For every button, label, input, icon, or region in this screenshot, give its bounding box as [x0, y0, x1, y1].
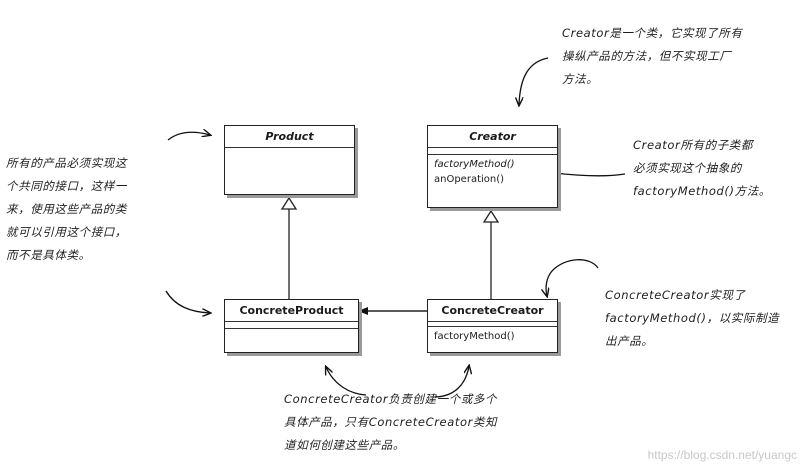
concrete-creator-note-line: factoryMethod()，以实际制造: [605, 311, 780, 325]
concrete-creator-class-name: ConcreteCreator: [428, 300, 557, 322]
concrete-product-class: ConcreteProduct: [224, 299, 359, 353]
creator-inheritance-arrowhead: [482, 209, 500, 223]
creator-op-factory-method: factoryMethod(): [434, 159, 515, 170]
concrete-creator-op-factory-method: factoryMethod(): [434, 331, 515, 342]
product-note-line: 来，使用这些产品的类: [6, 202, 127, 216]
subclass-note-line: Creator所有的子类都: [633, 138, 753, 152]
subclass-note: Creator所有的子类都 必须实现这个抽象的 factoryMethod()方…: [633, 134, 771, 203]
concrete-creator-note: ConcreteCreator实现了 factoryMethod()，以实际制造…: [605, 284, 779, 353]
concrete-product-attributes: [225, 322, 358, 329]
product-note-arrow: [167, 132, 210, 141]
creator-note-arrow: [519, 57, 549, 105]
product-note-line: 而不是具体类。: [6, 248, 91, 262]
creator-note-line: 方法。: [562, 72, 599, 86]
bottom-note: ConcreteCreator负责创建一个或多个 具体产品，只有Concrete…: [284, 388, 497, 457]
creator-operations: factoryMethod() anOperation(): [428, 155, 557, 189]
product-note-bottom-arrow: [165, 290, 210, 313]
product-class-name: Product: [225, 126, 354, 148]
bottom-note-left-arrow: [326, 367, 367, 396]
concrete-creator-note-line: ConcreteCreator实现了: [605, 288, 746, 302]
product-note-line: 就可以引用这个接口，: [6, 225, 127, 239]
bottom-note-line: 道如何创建这些产品。: [284, 438, 405, 452]
watermark: https://blog.csdn.net/yuangc: [647, 448, 797, 462]
concrete-creator-class: ConcreteCreator factoryMethod(): [427, 299, 558, 353]
creator-note: Creator是一个类，它实现了所有 操纵产品的方法，但不实现工厂 方法。: [562, 22, 742, 91]
creator-class: Creator factoryMethod() anOperation(): [427, 125, 558, 208]
creator-attributes: [428, 148, 557, 155]
bottom-note-right-arrow: [435, 366, 469, 398]
concrete-creator-note-arrow: [546, 259, 599, 296]
creator-note-line: 操纵产品的方法，但不实现工厂: [562, 49, 732, 63]
subclass-note-line: factoryMethod()方法。: [633, 184, 771, 198]
subclass-note-line: 必须实现这个抽象的: [633, 161, 742, 175]
bottom-note-line: ConcreteCreator负责创建一个或多个: [284, 392, 498, 406]
creator-op-an-operation: anOperation(): [434, 174, 505, 185]
creator-class-name: Creator: [428, 126, 557, 148]
creator-note-line: Creator是一个类，它实现了所有: [562, 26, 743, 40]
product-inheritance-arrowhead: [280, 196, 298, 210]
product-note: 所有的产品必须实现这 个共同的接口，这样一 来，使用这些产品的类 就可以引用这个…: [6, 152, 127, 267]
product-note-line: 个共同的接口，这样一: [6, 179, 127, 193]
product-class: Product: [224, 125, 355, 195]
concrete-creator-attributes: [428, 322, 557, 327]
concrete-creator-operations: factoryMethod(): [428, 327, 557, 346]
concrete-creator-note-line: 出产品。: [605, 334, 654, 348]
bottom-note-line: 具体产品，只有ConcreteCreator类知: [284, 415, 498, 429]
product-note-line: 所有的产品必须实现这: [6, 156, 127, 170]
concrete-product-class-name: ConcreteProduct: [225, 300, 358, 322]
